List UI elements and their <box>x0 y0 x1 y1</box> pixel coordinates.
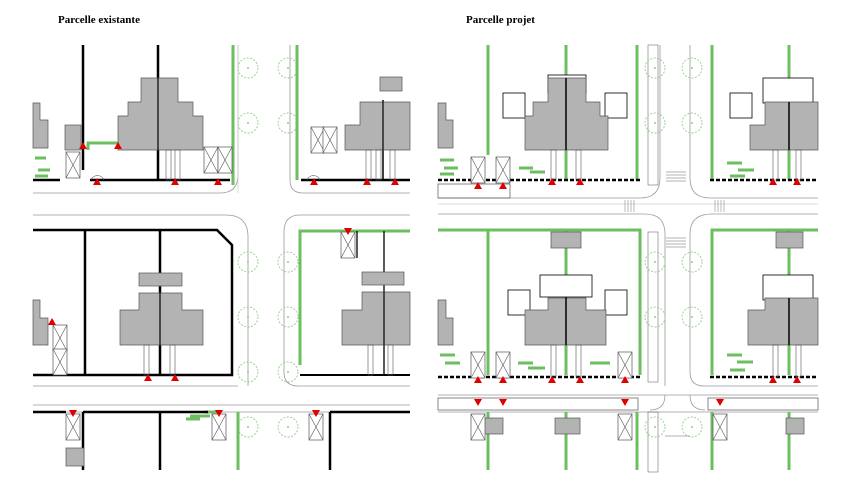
title-project-parcel: Parcelle projet <box>466 14 535 26</box>
buildings-bottom-strip <box>65 447 85 467</box>
buildings-project <box>437 77 819 435</box>
hedges-project <box>438 45 818 470</box>
walls-bottom-left <box>33 228 410 377</box>
driveways-project <box>550 149 802 378</box>
lane-strips <box>437 183 819 411</box>
street-trees <box>237 57 299 438</box>
existing-parcel-panel <box>32 45 411 470</box>
title-existing-parcel: Parcelle existante <box>58 14 140 26</box>
buildings-bottom-left <box>32 271 411 346</box>
parking-gates-bottom-left <box>52 231 356 376</box>
street-outlines-project <box>438 44 818 473</box>
street-outlines <box>33 45 410 413</box>
driveways-bottom <box>143 344 394 376</box>
access-markers-bottom-left <box>48 228 352 381</box>
walls-bottom-strip <box>33 410 410 470</box>
project-parcel-panel <box>437 44 819 473</box>
street-trees-project <box>644 57 703 438</box>
pedestrian-crossings <box>624 171 725 248</box>
driveways-top <box>90 149 396 181</box>
hedges-existing <box>35 45 410 470</box>
buildings-top-left <box>32 76 411 151</box>
